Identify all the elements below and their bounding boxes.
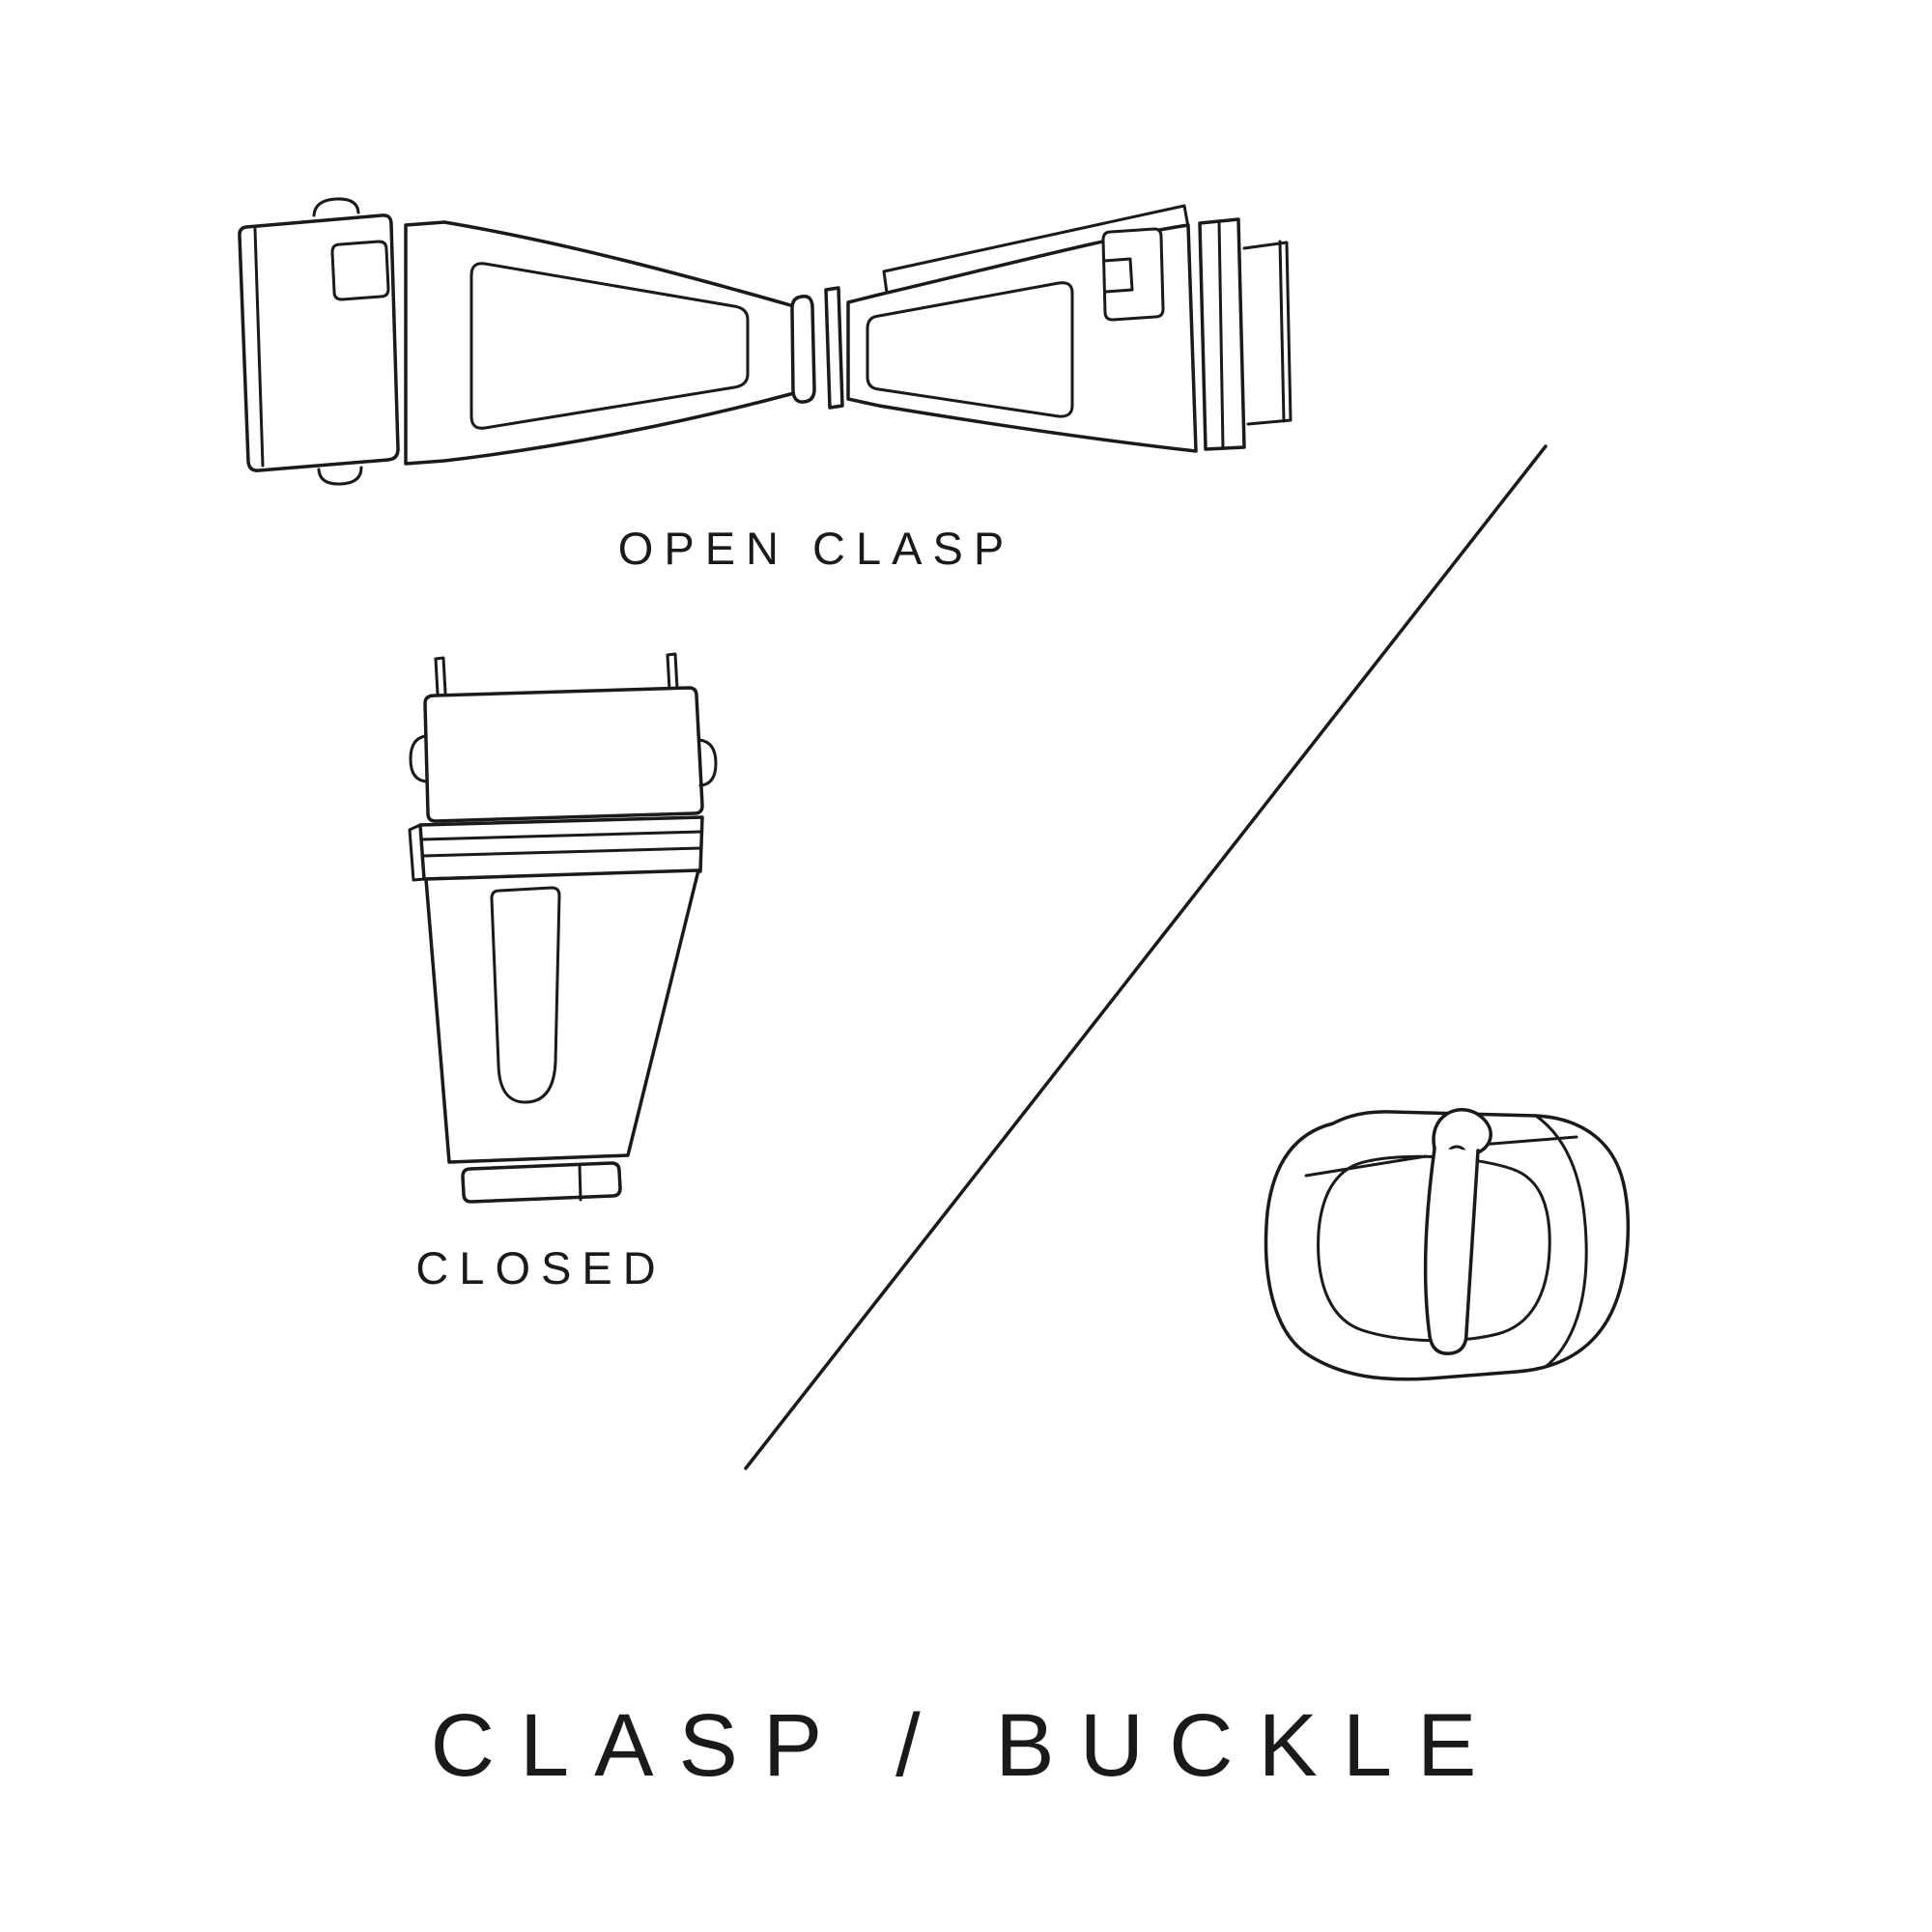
buckle-inner-opening — [1317, 1154, 1551, 1343]
closed-clasp-band-step — [408, 823, 426, 882]
closed-clasp-drawing-icon — [408, 652, 718, 1204]
clasp-hinge-plate — [824, 286, 844, 410]
open-clasp-drawing-icon — [238, 197, 1293, 486]
clasp-right-end-cap — [1278, 240, 1286, 423]
clasp-left-end-fold-line — [253, 227, 265, 468]
buckle-tongue — [1423, 1147, 1480, 1355]
closed-clasp-band-line-2 — [421, 846, 702, 858]
page-title: CLASP / BUCKLE — [430, 1696, 1502, 1795]
open-clasp-label: OPEN CLASP — [617, 523, 1015, 574]
closed-clasp-left-prong — [434, 656, 447, 696]
clasp-left-bottom-tab — [317, 466, 363, 486]
closed-clasp-right-ear — [697, 738, 718, 787]
clasp-right-blade-slot — [866, 281, 1074, 418]
closed-clasp-body-slot — [490, 886, 561, 1104]
buckle-pin-bar-left — [1304, 1154, 1428, 1178]
clasp-left-top-tab — [312, 197, 360, 217]
clasp-right-catch — [1101, 227, 1165, 322]
clasp-left-catch-notch — [330, 240, 390, 301]
closed-clasp-left-ear — [409, 734, 429, 783]
clasp-right-end-bracket — [1242, 241, 1293, 426]
closed-clasp-right-prong — [666, 652, 679, 692]
buckle-right-band-edge — [1534, 1114, 1588, 1369]
clasp-hinge — [790, 294, 816, 404]
clasp-right-catch-notch — [1102, 257, 1134, 294]
clasp-right-end-plate-line — [1217, 219, 1225, 450]
buckle-tongue-hook — [1432, 1108, 1492, 1154]
closed-clasp-bottom-cap-line — [578, 1163, 582, 1202]
closed-clasp-illustration — [382, 647, 739, 1208]
buckle-illustration — [1236, 1087, 1642, 1425]
buckle-drawing-icon — [1264, 1108, 1631, 1381]
closed-clasp-band-line-1 — [420, 830, 703, 841]
open-clasp-illustration — [222, 188, 1314, 486]
closed-clasp-label: CLOSED — [415, 1242, 667, 1293]
buckle-pin-bar-right — [1478, 1135, 1578, 1147]
clasp-right-top-plate-edge — [882, 204, 1190, 295]
clasp-left-blade-slot — [469, 262, 750, 430]
closed-clasp-top-box — [423, 686, 704, 823]
